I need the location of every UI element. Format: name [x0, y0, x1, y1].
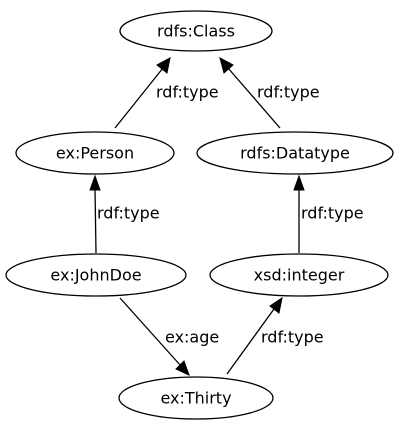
arrowhead [269, 296, 283, 314]
edge-johndoe-to-person: rdf:type [89, 174, 160, 254]
node-rdfs-datatype: rdfs:Datatype [196, 131, 394, 175]
node-label-rdfs-class: rdfs:Class [157, 22, 235, 41]
node-ex-johndoe: ex:JohnDoe [5, 253, 187, 297]
edge-label-johndoe-type: rdf:type [97, 204, 160, 223]
node-label-xsd-integer: xsd:integer [254, 266, 345, 285]
arrowhead [89, 174, 101, 191]
edge-label-thirty-type: rdf:type [261, 328, 324, 347]
node-shape [119, 10, 273, 52]
node-shape [196, 131, 394, 175]
node-label-ex-johndoe: ex:JohnDoe [50, 266, 141, 285]
node-shape [209, 253, 389, 297]
node-rdfs-class: rdfs:Class [119, 10, 273, 52]
node-label-ex-thirty: ex:Thirty [160, 389, 231, 408]
edge-label-datatype-type: rdf:type [257, 83, 320, 102]
edge-line [114, 67, 164, 129]
arrowhead [219, 57, 234, 74]
edge-label-johndoe-age: ex:age [165, 328, 219, 347]
edge-thirty-to-integer: rdf:type [226, 296, 324, 375]
edge-person-to-class: rdf:type [114, 57, 219, 129]
edge-label-person-type: rdf:type [156, 83, 219, 102]
node-shape [118, 376, 274, 420]
node-ex-thirty: ex:Thirty [118, 376, 274, 420]
edge-line [226, 308, 275, 375]
edge-integer-to-datatype: rdf:type [293, 174, 364, 253]
node-ex-person: ex:Person [15, 131, 175, 175]
arrowhead [175, 360, 190, 376]
edge-label-integer-type: rdf:type [301, 204, 364, 223]
node-label-ex-person: ex:Person [56, 144, 134, 163]
edge-line [94, 187, 97, 254]
node-shape [15, 131, 175, 175]
node-shape [5, 253, 187, 297]
node-xsd-integer: xsd:integer [209, 253, 389, 297]
edge-line [227, 67, 281, 129]
edge-datatype-to-class: rdf:type [219, 57, 320, 129]
node-label-rdfs-datatype: rdfs:Datatype [240, 144, 350, 163]
edge-line [119, 297, 182, 367]
arrowhead [293, 174, 305, 191]
edge-johndoe-to-thirty: ex:age [119, 297, 219, 376]
arrowhead [156, 57, 171, 74]
